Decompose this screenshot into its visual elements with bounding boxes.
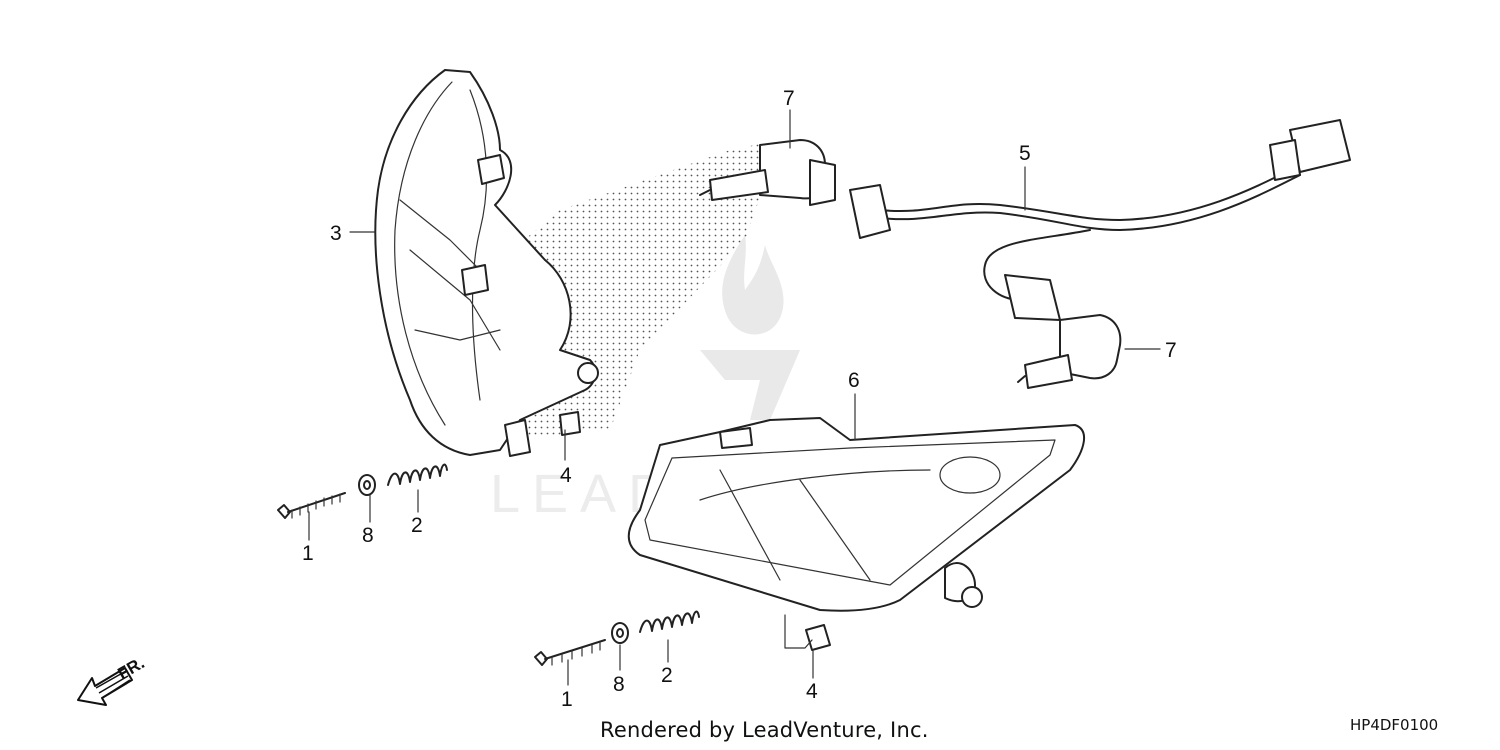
bulb-right-part-7 bbox=[1017, 314, 1122, 389]
callout-7-top: 7 bbox=[783, 87, 795, 110]
wire-harness-part-5 bbox=[849, 119, 1351, 321]
callout-8-left: 8 bbox=[362, 524, 374, 547]
bulb-top-part-7 bbox=[699, 139, 836, 206]
headlight-left-part-3 bbox=[374, 69, 599, 457]
headlight-right-part-6 bbox=[627, 417, 1085, 651]
leader-lines bbox=[308, 109, 1161, 686]
callout-2-left: 2 bbox=[411, 514, 423, 537]
hardware-right bbox=[534, 610, 700, 666]
callout-5: 5 bbox=[1019, 142, 1031, 165]
hardware-left bbox=[277, 463, 448, 519]
callout-1-left: 1 bbox=[302, 542, 314, 565]
callout-4-left: 4 bbox=[560, 464, 572, 487]
callout-4-right: 4 bbox=[806, 680, 818, 703]
front-direction-arrow bbox=[77, 667, 133, 706]
watermark-logo bbox=[700, 235, 800, 420]
callout-3: 3 bbox=[330, 222, 342, 245]
callout-2-right: 2 bbox=[661, 664, 673, 687]
render-credit: Rendered by LeadVenture, Inc. bbox=[600, 718, 929, 742]
callout-7-right: 7 bbox=[1165, 339, 1177, 362]
callout-8-right: 8 bbox=[613, 673, 625, 696]
diagram-code: HP4DF0100 bbox=[1350, 716, 1439, 734]
callout-6: 6 bbox=[848, 369, 860, 392]
callout-1-right: 1 bbox=[561, 688, 573, 711]
